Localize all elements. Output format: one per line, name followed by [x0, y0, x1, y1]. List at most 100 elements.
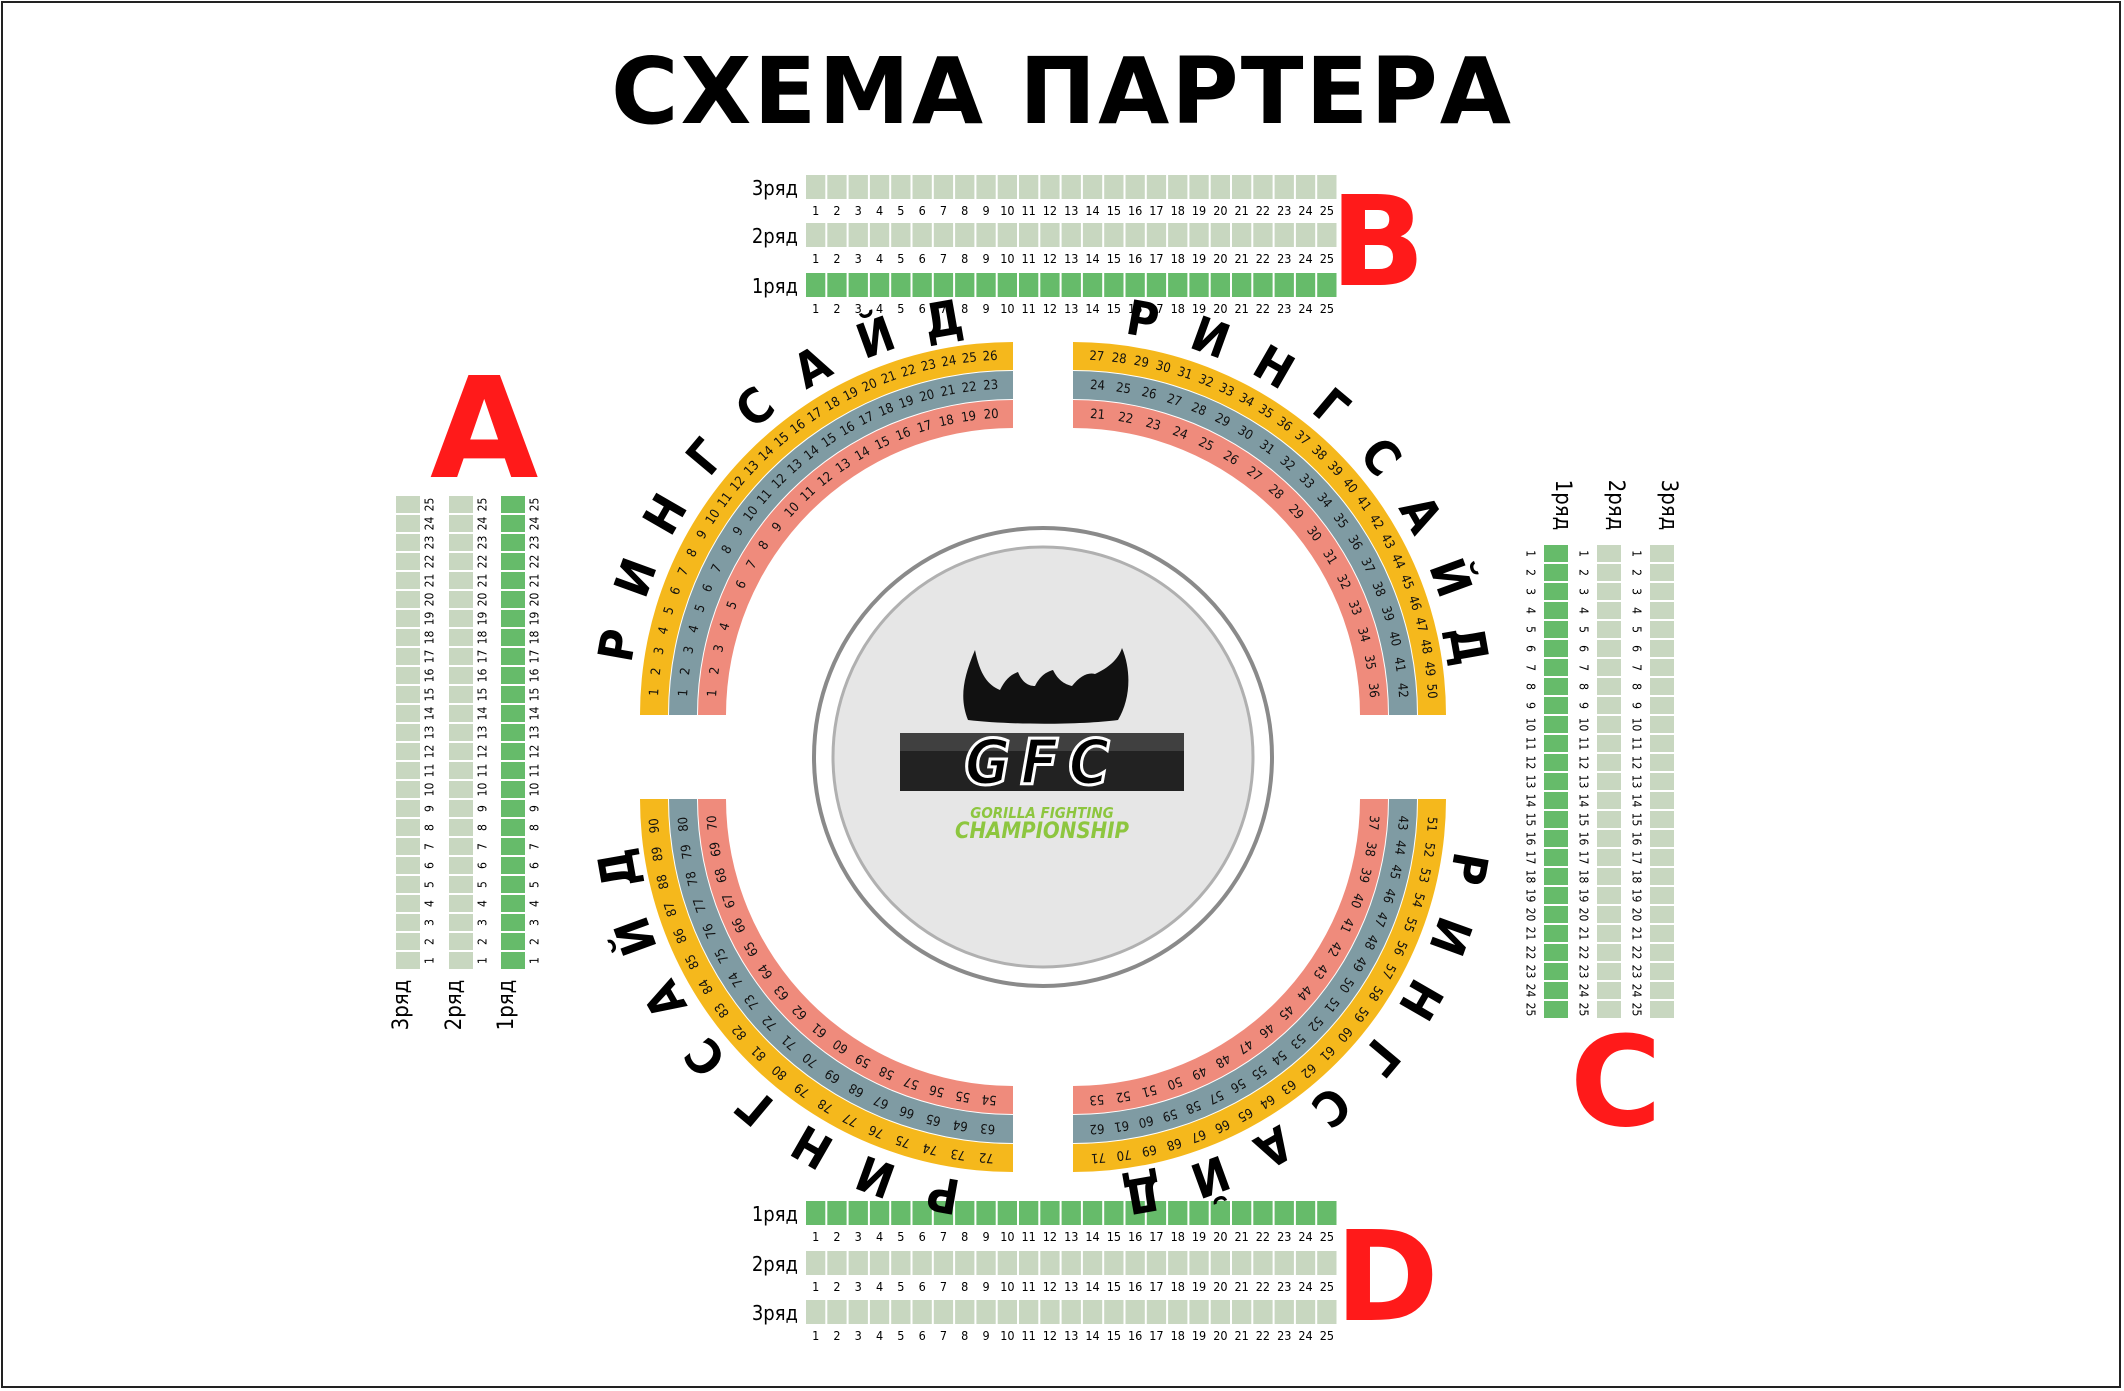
ringside-seat[interactable]: 60 — [1334, 1024, 1355, 1045]
ringside-seat[interactable]: 58 — [877, 1062, 897, 1082]
seat[interactable] — [1317, 175, 1337, 199]
seat[interactable] — [1597, 811, 1621, 828]
ringside-seat[interactable]: 40 — [1347, 891, 1366, 910]
ringside-seat[interactable]: 89 — [650, 845, 667, 862]
ringside-seat[interactable]: 46 — [1405, 594, 1424, 613]
ringside-seat[interactable]: 68 — [713, 866, 731, 884]
ringside-seat[interactable]: 50 — [1423, 683, 1439, 699]
ringside-seat[interactable]: 74 — [726, 969, 747, 990]
ringside-seat[interactable]: 41 — [1391, 656, 1408, 673]
seat[interactable] — [1295, 1251, 1316, 1275]
ringside-seat[interactable]: 57 — [1378, 961, 1398, 981]
ringside-seat[interactable]: 31 — [1319, 547, 1340, 568]
seat[interactable] — [1650, 830, 1674, 847]
seat[interactable] — [955, 223, 975, 247]
ringside-seat[interactable]: 55 — [1400, 915, 1419, 934]
seat[interactable] — [1544, 830, 1568, 847]
seat[interactable] — [827, 1300, 847, 1324]
ringside-seat[interactable]: 28 — [1111, 351, 1128, 368]
seat[interactable] — [1544, 944, 1568, 961]
ringside-seat[interactable]: 32 — [1196, 372, 1215, 391]
seat[interactable] — [396, 496, 420, 513]
seat[interactable] — [1650, 659, 1674, 676]
seat[interactable] — [1274, 175, 1294, 199]
ringside-seat[interactable]: 64 — [756, 961, 777, 982]
seat[interactable] — [1544, 811, 1568, 828]
seat[interactable] — [806, 1251, 826, 1275]
ringside-seat[interactable]: 62 — [1089, 1120, 1105, 1136]
seat[interactable] — [1597, 982, 1621, 999]
ringside-seat[interactable]: 51 — [1423, 816, 1439, 832]
seat[interactable] — [1274, 1251, 1294, 1275]
ringside-seat[interactable]: 64 — [952, 1116, 969, 1133]
seat[interactable] — [891, 1201, 911, 1225]
seat[interactable] — [1650, 583, 1674, 600]
ringside-seat[interactable]: 2 — [707, 666, 723, 676]
seat[interactable] — [1295, 1300, 1316, 1324]
seat[interactable] — [449, 819, 473, 836]
seat[interactable] — [1544, 697, 1568, 714]
ringside-seat[interactable]: 68 — [1165, 1134, 1184, 1153]
seat[interactable] — [1597, 887, 1621, 904]
ringside-seat[interactable]: 46 — [1256, 1019, 1277, 1040]
ringside-seat[interactable]: 15 — [819, 430, 840, 451]
seat[interactable] — [933, 1201, 954, 1225]
seat[interactable] — [1125, 175, 1145, 199]
ringside-seat[interactable]: 13 — [833, 456, 854, 477]
seat[interactable] — [501, 553, 525, 570]
seat[interactable] — [1104, 1300, 1124, 1324]
ringside-seat[interactable]: 56 — [1228, 1075, 1248, 1095]
ringside-seat[interactable]: 30 — [1303, 524, 1324, 545]
seat[interactable] — [1125, 1201, 1145, 1225]
ringside-seat[interactable]: 34 — [1354, 626, 1372, 644]
seat[interactable] — [396, 781, 420, 798]
seat[interactable] — [396, 952, 420, 969]
ringside-seat[interactable]: 43 — [1310, 961, 1331, 982]
ringside-seat[interactable]: 80 — [769, 1062, 790, 1083]
seat[interactable] — [1544, 564, 1568, 581]
ringside-seat[interactable]: 38 — [1368, 580, 1388, 599]
seat[interactable] — [912, 1251, 932, 1275]
ringside-seat[interactable]: 2 — [678, 667, 694, 676]
seat[interactable] — [955, 1201, 975, 1225]
seat[interactable] — [501, 819, 525, 836]
ringside-seat[interactable]: 35 — [1330, 511, 1351, 532]
seat[interactable] — [449, 914, 473, 931]
seat[interactable] — [396, 800, 420, 817]
seat[interactable] — [1232, 223, 1252, 247]
ringside-seat[interactable]: 13 — [785, 456, 806, 477]
ringside-seat[interactable]: 75 — [894, 1131, 913, 1150]
seat[interactable] — [1544, 1001, 1568, 1018]
seat[interactable] — [1544, 849, 1568, 866]
ringside-seat[interactable]: 4 — [656, 625, 672, 636]
seat[interactable] — [955, 1300, 975, 1324]
ringside-seat[interactable]: 37 — [1291, 428, 1312, 449]
seat[interactable] — [1597, 678, 1621, 695]
ringside-seat[interactable]: 44 — [1391, 839, 1408, 856]
seat[interactable] — [1650, 849, 1674, 866]
ringside-seat[interactable]: 61 — [1113, 1117, 1130, 1134]
seat[interactable] — [1650, 868, 1674, 885]
seat[interactable] — [1544, 754, 1568, 771]
seat[interactable] — [1040, 1201, 1060, 1225]
seat[interactable] — [396, 686, 420, 703]
ringside-seat[interactable]: 43 — [1394, 815, 1410, 831]
ringside-seat[interactable]: 26 — [982, 349, 998, 365]
seat[interactable] — [449, 724, 473, 741]
seat[interactable] — [1189, 1300, 1209, 1324]
seat[interactable] — [1040, 1300, 1060, 1324]
ringside-seat[interactable]: 10 — [741, 504, 762, 525]
seat[interactable] — [1597, 659, 1621, 676]
seat[interactable] — [1061, 223, 1081, 247]
ringside-seat[interactable]: 65 — [924, 1110, 942, 1128]
seat[interactable] — [1082, 1300, 1103, 1324]
seat[interactable] — [848, 223, 868, 247]
seat[interactable] — [976, 1251, 996, 1275]
ringside-seat[interactable]: 40 — [1339, 476, 1360, 497]
ringside-seat[interactable]: 65 — [742, 939, 762, 959]
seat[interactable] — [976, 175, 996, 199]
ringside-seat[interactable]: 12 — [728, 474, 749, 495]
ringside-seat[interactable]: 26 — [1220, 448, 1241, 469]
ringside-seat[interactable]: 31 — [1256, 437, 1277, 458]
seat[interactable] — [396, 743, 420, 760]
